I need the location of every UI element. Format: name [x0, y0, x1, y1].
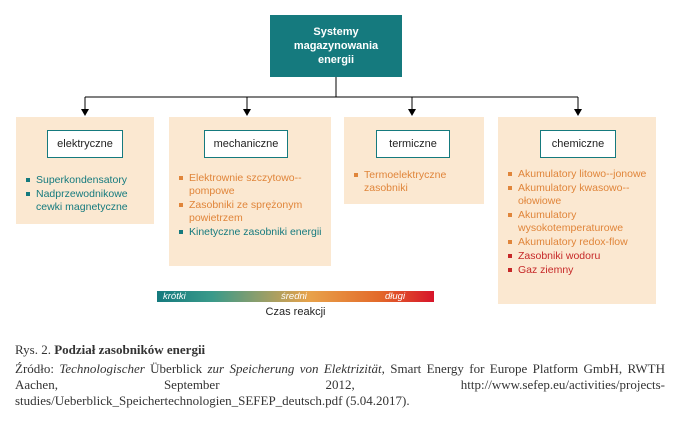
- source-label: Źródło:: [15, 361, 54, 376]
- reaction-time-gradient-bar: krótki średni długi: [157, 291, 434, 302]
- category-elektryczne: elektryczne Superkondensatory Nadprzewod…: [16, 117, 154, 224]
- list-item: Akumulatory redox-flow: [506, 236, 654, 249]
- list-item: Akumulatory wysokotemperaturowe: [506, 209, 654, 235]
- bullet-icon: [508, 172, 512, 176]
- category-termiczne: termiczne Termoelektryczne zasobniki: [344, 117, 484, 204]
- bullet-icon: [179, 203, 183, 207]
- figure-caption: Rys. 2. Podział zasobników energii: [15, 342, 205, 358]
- list-item: Superkondensatory: [24, 174, 152, 187]
- list-item: Akumulatory litowo--jonowe: [506, 168, 654, 181]
- category-chemiczne: chemiczne Akumulatory litowo--jonowe Aku…: [498, 117, 656, 304]
- scale-label-long: długi: [385, 291, 406, 302]
- source-note: Źródło: Technologischer Überblick zur Sp…: [15, 361, 665, 409]
- scale-label-medium: średni: [281, 291, 307, 302]
- root-node: Systemy magazynowania energii: [270, 15, 402, 77]
- category-title: chemiczne: [540, 130, 616, 158]
- caption-title: Podział zasobników energii: [54, 342, 206, 357]
- source-rest: , Smart Energy for Europe Platform GmbH,…: [15, 361, 666, 408]
- bullet-icon: [26, 178, 30, 182]
- bullet-icon: [26, 192, 30, 196]
- scale-label-short: krótki: [163, 291, 186, 302]
- connector-lines: [81, 77, 582, 116]
- category-title: mechaniczne: [204, 130, 288, 158]
- bullet-icon: [508, 240, 512, 244]
- source-plain-1: Überblick: [150, 361, 203, 376]
- list-item: Kinetyczne zasobniki energii: [177, 226, 327, 239]
- source-italic-2: zur Speicherung von Elektrizität: [207, 361, 382, 376]
- list-item: Zasobniki wodoru: [506, 250, 654, 263]
- list-item: Elektrownie szczytowo--pompowe: [177, 172, 327, 198]
- category-mechaniczne: mechaniczne Elektrownie szczytowo--pompo…: [169, 117, 331, 266]
- item-list: Superkondensatory Nadprzewodnikowe cewki…: [24, 174, 152, 215]
- root-label: Systemy magazynowania energii: [293, 26, 379, 66]
- bullet-icon: [508, 254, 512, 258]
- list-item: Termoelektryczne zasobniki: [352, 169, 480, 195]
- item-list: Akumulatory litowo--jonowe Akumulatory k…: [506, 168, 654, 278]
- source-italic-1: Technologischer: [59, 361, 145, 376]
- bullet-icon: [179, 176, 183, 180]
- item-list: Termoelektryczne zasobniki: [352, 169, 480, 196]
- bullet-icon: [508, 213, 512, 217]
- item-list: Elektrownie szczytowo--pompowe Zasobniki…: [177, 172, 327, 240]
- category-title: elektryczne: [47, 130, 123, 158]
- bullet-icon: [508, 186, 512, 190]
- bullet-icon: [508, 268, 512, 272]
- caption-prefix: Rys. 2.: [15, 342, 51, 357]
- list-item: Akumulatory kwasowo--ołowiowe: [506, 182, 654, 208]
- list-item: Zasobniki ze sprężonym powietrzem: [177, 199, 327, 225]
- bullet-icon: [179, 230, 183, 234]
- list-item: Nadprzewodnikowe cewki magnetyczne: [24, 188, 152, 214]
- list-item: Gaz ziemny: [506, 264, 654, 277]
- scale-title: Czas reakcji: [265, 306, 326, 318]
- bullet-icon: [354, 173, 358, 177]
- category-title: termiczne: [376, 130, 450, 158]
